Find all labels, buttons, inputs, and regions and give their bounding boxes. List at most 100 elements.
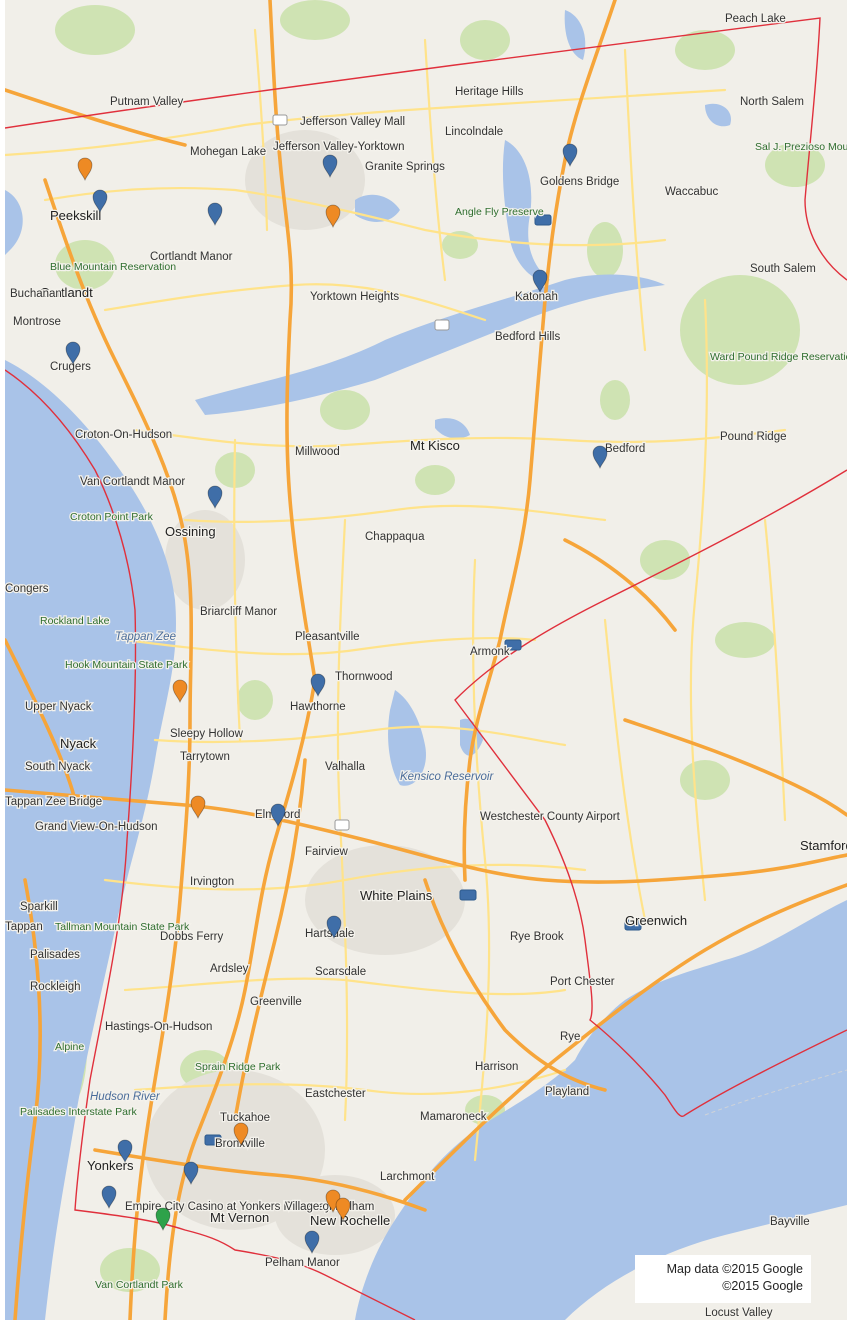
place-label-crugers: Crugers — [50, 361, 91, 373]
place-label-hook-mountain: Hook Mountain State Park — [65, 659, 188, 671]
map-marker-orange[interactable] — [190, 795, 206, 820]
local-roads — [3, 28, 787, 1162]
place-label-valhalla: Valhalla — [325, 761, 366, 773]
place-label-dobbs-ferry: Dobbs Ferry — [160, 931, 224, 943]
map-marker-blue[interactable] — [207, 202, 223, 227]
place-label-van-cortlandt-manor: Van Cortlandt Manor — [80, 476, 185, 488]
marker-pin-icon — [77, 157, 93, 182]
place-label-rye-brook: Rye Brook — [510, 931, 564, 943]
marker-pin-icon — [233, 1122, 249, 1147]
marker-pin-icon — [532, 269, 548, 294]
map-marker-orange[interactable] — [77, 157, 93, 182]
place-label-pierpont: Sal J. Prezioso Mountain Lakes Park — [755, 141, 847, 153]
place-label-kensico: Kensico Reservoir — [400, 771, 494, 783]
marker-pin-icon — [562, 143, 578, 168]
place-label-hawthorne: Hawthorne — [290, 701, 346, 713]
place-label-tappan-zee: Tappan Zee — [115, 631, 176, 643]
map-marker-blue[interactable] — [270, 803, 286, 828]
place-label-sleepy-hollow: Sleepy Hollow — [170, 728, 244, 740]
place-label-peekskill: Peekskill — [50, 208, 101, 223]
map-marker-blue[interactable] — [326, 915, 342, 940]
place-label-sparkill: Sparkill — [20, 901, 58, 913]
place-label-locust-valley: Locust Valley — [705, 1307, 773, 1319]
map-marker-blue[interactable] — [101, 1185, 117, 1210]
map-marker-blue[interactable] — [92, 189, 108, 214]
map-marker-blue[interactable] — [207, 485, 223, 510]
place-label-scarsdale: Scarsdale — [315, 966, 366, 978]
map-marker-blue[interactable] — [183, 1161, 199, 1186]
place-label-congers: Congers — [5, 583, 49, 595]
marker-pin-icon — [304, 1230, 320, 1255]
place-label-irvington: Irvington — [190, 876, 234, 888]
markers[interactable] — [65, 143, 608, 1255]
place-label-hudson-river: Hudson River — [90, 1091, 161, 1103]
place-label-lincolndale: Lincolndale — [445, 126, 503, 138]
marker-pin-icon — [207, 202, 223, 227]
place-label-katonah: Katonah — [515, 291, 558, 303]
marker-pin-icon — [183, 1161, 199, 1186]
place-label-greenville: Greenville — [250, 996, 302, 1008]
map-marker-orange[interactable] — [172, 679, 188, 704]
map-marker-orange[interactable] — [325, 204, 341, 229]
place-label-mohegan-lake: Mohegan Lake — [190, 146, 266, 158]
highways — [3, 0, 847, 1322]
place-label-mt-vernon: Mt Vernon — [210, 1210, 269, 1225]
map-marker-blue[interactable] — [532, 269, 548, 294]
place-label-greenwich: Greenwich — [625, 913, 687, 928]
marker-pin-icon — [101, 1185, 117, 1210]
map-marker-blue[interactable] — [310, 673, 326, 698]
map-marker-blue[interactable] — [117, 1139, 133, 1164]
place-label-bronxville: Bronxville — [215, 1138, 265, 1150]
place-label-cortlandt-manor: Cortlandt Manor — [150, 251, 233, 263]
map-marker-orange[interactable] — [233, 1122, 249, 1147]
place-label-fairview: Fairview — [305, 846, 349, 858]
place-label-south-nyack: South Nyack — [25, 761, 90, 773]
place-label-south-salem: South Salem — [750, 263, 816, 275]
place-label-nyack: Nyack — [60, 736, 97, 751]
place-label-port-chester: Port Chester — [550, 976, 615, 988]
map-marker-blue[interactable] — [304, 1230, 320, 1255]
place-label-millwood: Millwood — [295, 446, 340, 458]
map-marker-orange[interactable] — [335, 1197, 351, 1222]
place-label-rockland-lake: Rockland Lake — [40, 615, 110, 627]
place-label-ward-pound: Ward Pound Ridge Reservation — [710, 351, 847, 363]
place-label-bedford: Bedford — [605, 443, 645, 455]
place-label-yorktown-heights: Yorktown Heights — [310, 291, 399, 303]
place-label-montrose: Montrose — [13, 316, 61, 328]
place-label-village-of-pelham: Village of Pelham — [285, 1201, 374, 1213]
place-label-angle-fly: Angle Fly Preserve — [455, 206, 544, 218]
place-label-alpine: Alpine — [55, 1041, 84, 1053]
map-marker-blue[interactable] — [562, 143, 578, 168]
place-label-mt-kisco: Mt Kisco — [410, 438, 460, 453]
map-marker-blue[interactable] — [592, 445, 608, 470]
place-label-croton-on-hudson: Croton-On-Hudson — [75, 429, 172, 441]
place-label-playland: Playland — [545, 1086, 589, 1098]
place-label-harrison: Harrison — [475, 1061, 518, 1073]
marker-pin-icon — [207, 485, 223, 510]
place-label-new-rochelle: New Rochelle — [310, 1213, 390, 1228]
map-marker-blue[interactable] — [322, 154, 338, 179]
marker-pin-icon — [325, 204, 341, 229]
marker-pin-icon — [117, 1139, 133, 1164]
marker-pin-icon — [592, 445, 608, 470]
place-label-armonk: Armonk — [470, 646, 510, 658]
place-label-jefferson-valley: Jefferson Valley-Yorktown — [273, 141, 404, 153]
place-label-rye: Rye — [560, 1031, 580, 1043]
place-label-stamford: Stamford — [800, 838, 847, 853]
map-marker-green[interactable] — [155, 1207, 171, 1232]
place-label-waccabuc: Waccabuc — [665, 186, 719, 198]
place-label-tappan: Tappan — [5, 921, 43, 933]
place-label-briarcliff-manor: Briarcliff Manor — [200, 606, 277, 618]
place-label-pelham-manor: Pelham Manor — [265, 1257, 340, 1269]
long-island-sound — [355, 900, 847, 1320]
place-label-blue-mountain: Blue Mountain Reservation — [50, 261, 176, 273]
place-label-white-plains: White Plains — [360, 888, 433, 903]
place-label-grand-view: Grand View-On-Hudson — [35, 821, 158, 833]
map-marker-blue[interactable] — [65, 341, 81, 366]
place-label-tuckahoe: Tuckahoe — [220, 1112, 270, 1124]
place-label-van-cortlandt-park: Van Cortlandt Park — [95, 1279, 184, 1291]
place-label-chappaqua: Chappaqua — [365, 531, 425, 543]
place-label-peach-lake: Peach Lake — [725, 13, 786, 25]
